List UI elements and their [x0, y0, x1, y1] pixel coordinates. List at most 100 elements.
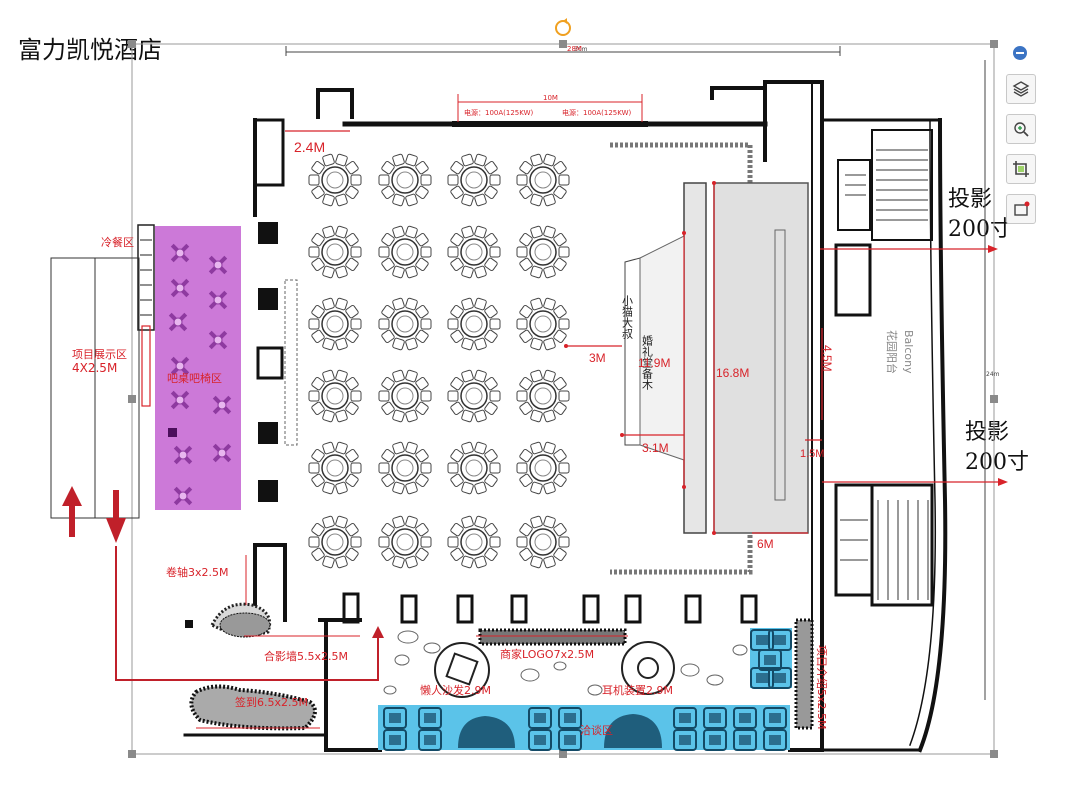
chair — [405, 481, 418, 495]
chair — [447, 318, 459, 330]
chair — [450, 448, 464, 463]
headphone-device — [621, 641, 675, 695]
flow-path — [115, 546, 379, 681]
crop-icon — [1013, 161, 1029, 177]
chair — [392, 193, 405, 207]
chair — [474, 369, 487, 383]
banquet-table — [447, 515, 501, 569]
zone-labels: 卷轴3x2.5M 合影墙5.5x2.5M 商家LOGO7x2.5M 懒人沙发2.… — [166, 565, 829, 737]
frame-button[interactable] — [1006, 194, 1036, 224]
chair — [474, 297, 487, 311]
table-center — [465, 243, 483, 261]
table-center — [465, 387, 483, 405]
chair — [322, 409, 335, 423]
chair — [543, 481, 556, 495]
chair — [558, 174, 570, 186]
chair — [420, 246, 432, 258]
chair — [553, 257, 567, 272]
chair — [415, 185, 429, 200]
banquet-table — [378, 153, 432, 207]
chair — [308, 390, 320, 402]
chair — [474, 225, 487, 239]
stage-text-1: 小猫大叔 — [621, 295, 634, 339]
banquet-table — [378, 369, 432, 423]
photo-wall-rocks — [209, 602, 272, 638]
chair — [474, 409, 487, 423]
chair — [530, 441, 543, 455]
crop-button[interactable] — [1006, 154, 1036, 184]
round-table — [460, 454, 488, 482]
chair — [553, 185, 567, 200]
banquet-table — [378, 225, 432, 279]
dim-1-5: 1.5M — [800, 448, 824, 460]
banquet-table — [447, 225, 501, 279]
chair — [322, 153, 335, 167]
rotate-handle-icon[interactable] — [555, 18, 571, 36]
round-table — [321, 528, 349, 556]
table-center — [396, 533, 414, 551]
chair — [484, 522, 498, 537]
chair — [378, 174, 390, 186]
chair — [405, 555, 418, 569]
chair — [519, 547, 533, 562]
chair — [350, 174, 362, 186]
dim-6: 6M — [757, 537, 774, 551]
chair — [489, 390, 501, 402]
chair — [322, 369, 335, 383]
chair — [519, 401, 533, 416]
chair — [558, 390, 570, 402]
chair — [543, 153, 556, 167]
chair — [405, 297, 418, 311]
round-table — [460, 166, 488, 194]
chair — [378, 536, 390, 548]
chair — [420, 390, 432, 402]
chair — [530, 225, 543, 239]
chair — [415, 304, 429, 319]
table-center — [534, 315, 552, 333]
chair — [484, 232, 498, 247]
banquet-table — [447, 369, 501, 423]
intro-label: 项目介绍5x2.5M — [815, 645, 829, 730]
chair — [553, 401, 567, 416]
bar-counter — [141, 325, 151, 407]
power-span: 10M — [543, 94, 558, 102]
table-center — [326, 533, 344, 551]
chair — [474, 481, 487, 495]
chair — [461, 297, 474, 311]
chair — [335, 515, 348, 529]
table-center — [396, 459, 414, 477]
chair — [519, 304, 533, 319]
chair — [405, 441, 418, 455]
cold-buffet-counter — [137, 224, 155, 331]
chair — [450, 401, 464, 416]
chair — [530, 369, 543, 383]
chair — [311, 304, 325, 319]
chair — [381, 185, 395, 200]
chair — [519, 185, 533, 200]
negotiation-label: 洽谈区 — [580, 724, 613, 737]
zoom-out-button[interactable] — [1006, 42, 1034, 64]
chair — [392, 555, 405, 569]
down-arrow-icon — [106, 490, 126, 543]
chair — [415, 401, 429, 416]
round-table — [529, 454, 557, 482]
selection-handles[interactable] — [128, 40, 998, 758]
zoom-in-button[interactable] — [1006, 114, 1036, 144]
layers-button[interactable] — [1006, 74, 1036, 104]
bar-zone[interactable] — [155, 226, 241, 510]
chair — [543, 515, 556, 529]
chair — [543, 441, 556, 455]
chair — [308, 174, 320, 186]
round-table — [321, 310, 349, 338]
chair — [322, 297, 335, 311]
chair — [311, 401, 325, 416]
chair — [543, 225, 556, 239]
chair — [415, 160, 429, 175]
table-center — [396, 315, 414, 333]
chair — [543, 555, 556, 569]
round-table — [529, 238, 557, 266]
chair — [558, 462, 570, 474]
chair — [345, 448, 359, 463]
dimension-arrows — [564, 181, 1008, 535]
chair — [415, 329, 429, 344]
